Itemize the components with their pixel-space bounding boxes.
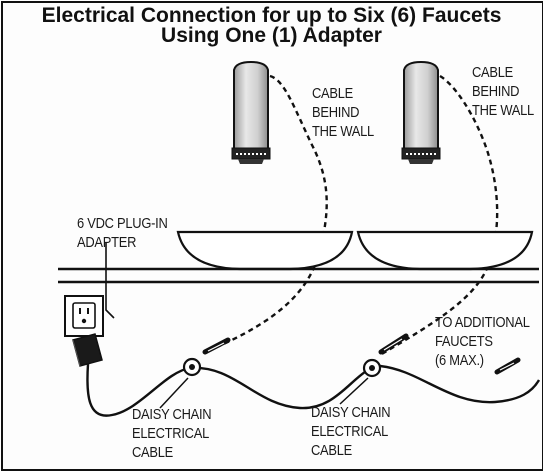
label-cable-behind-wall-1: CABLE BEHIND THE WALL (312, 84, 374, 141)
label-line: FAUCETS (435, 333, 493, 350)
label-adapter: 6 VDC PLUG-IN ADAPTER (77, 214, 168, 252)
label-line: CABLE (472, 64, 514, 81)
wall-cable-connector-right (378, 333, 409, 355)
label-line: BEHIND (472, 83, 520, 100)
additional-faucet-connector (494, 357, 521, 375)
label-line: ADAPTER (77, 234, 137, 251)
plug-in-adapter (72, 333, 103, 367)
daisy-chain-leader-1 (159, 377, 189, 409)
label-line: (6 MAX.) (435, 352, 484, 369)
daisy-chain-leader-2 (339, 377, 369, 405)
label-line: ELECTRICAL (311, 423, 388, 440)
label-line: BEHIND (312, 104, 360, 121)
diagram-title: Electrical Connection for up to Six (6) … (0, 4, 543, 47)
wall-cable-left (209, 74, 328, 352)
title-line-1: Electrical Connection for up to Six (6) … (41, 4, 502, 27)
adapter-leader-line (105, 242, 115, 319)
label-line: CABLE (312, 85, 354, 102)
label-cable-behind-wall-2: CABLE BEHIND THE WALL (472, 63, 534, 120)
splitter-node-right (362, 358, 382, 378)
label-line: CABLE (311, 442, 353, 459)
adapter-cord (86, 363, 191, 417)
basin-right (356, 230, 534, 271)
basin-left (176, 230, 354, 271)
label-daisy-chain-1: DAISY CHAIN ELECTRICAL CABLE (132, 405, 212, 462)
title-line-2: Using One (1) Adapter (161, 24, 382, 47)
label-line: THE WALL (312, 123, 374, 140)
label-line: ELECTRICAL (132, 425, 209, 442)
label-line: THE WALL (472, 102, 534, 119)
label-line: TO ADDITIONAL (435, 314, 530, 331)
faucet-left (231, 60, 271, 164)
label-additional-faucets: TO ADDITIONAL FAUCETS (6 MAX.) (435, 313, 530, 370)
faucet-right (401, 60, 441, 164)
label-line: CABLE (132, 444, 174, 461)
label-line: DAISY CHAIN (311, 404, 391, 421)
label-line: 6 VDC PLUG-IN (77, 215, 168, 232)
wall-cable-connector-left (202, 337, 231, 355)
label-daisy-chain-2: DAISY CHAIN ELECTRICAL CABLE (311, 403, 391, 460)
wall-outlet (64, 295, 104, 337)
label-line: DAISY CHAIN (132, 406, 212, 423)
wall-cable-right (379, 74, 499, 357)
splitter-node-left (182, 357, 202, 377)
